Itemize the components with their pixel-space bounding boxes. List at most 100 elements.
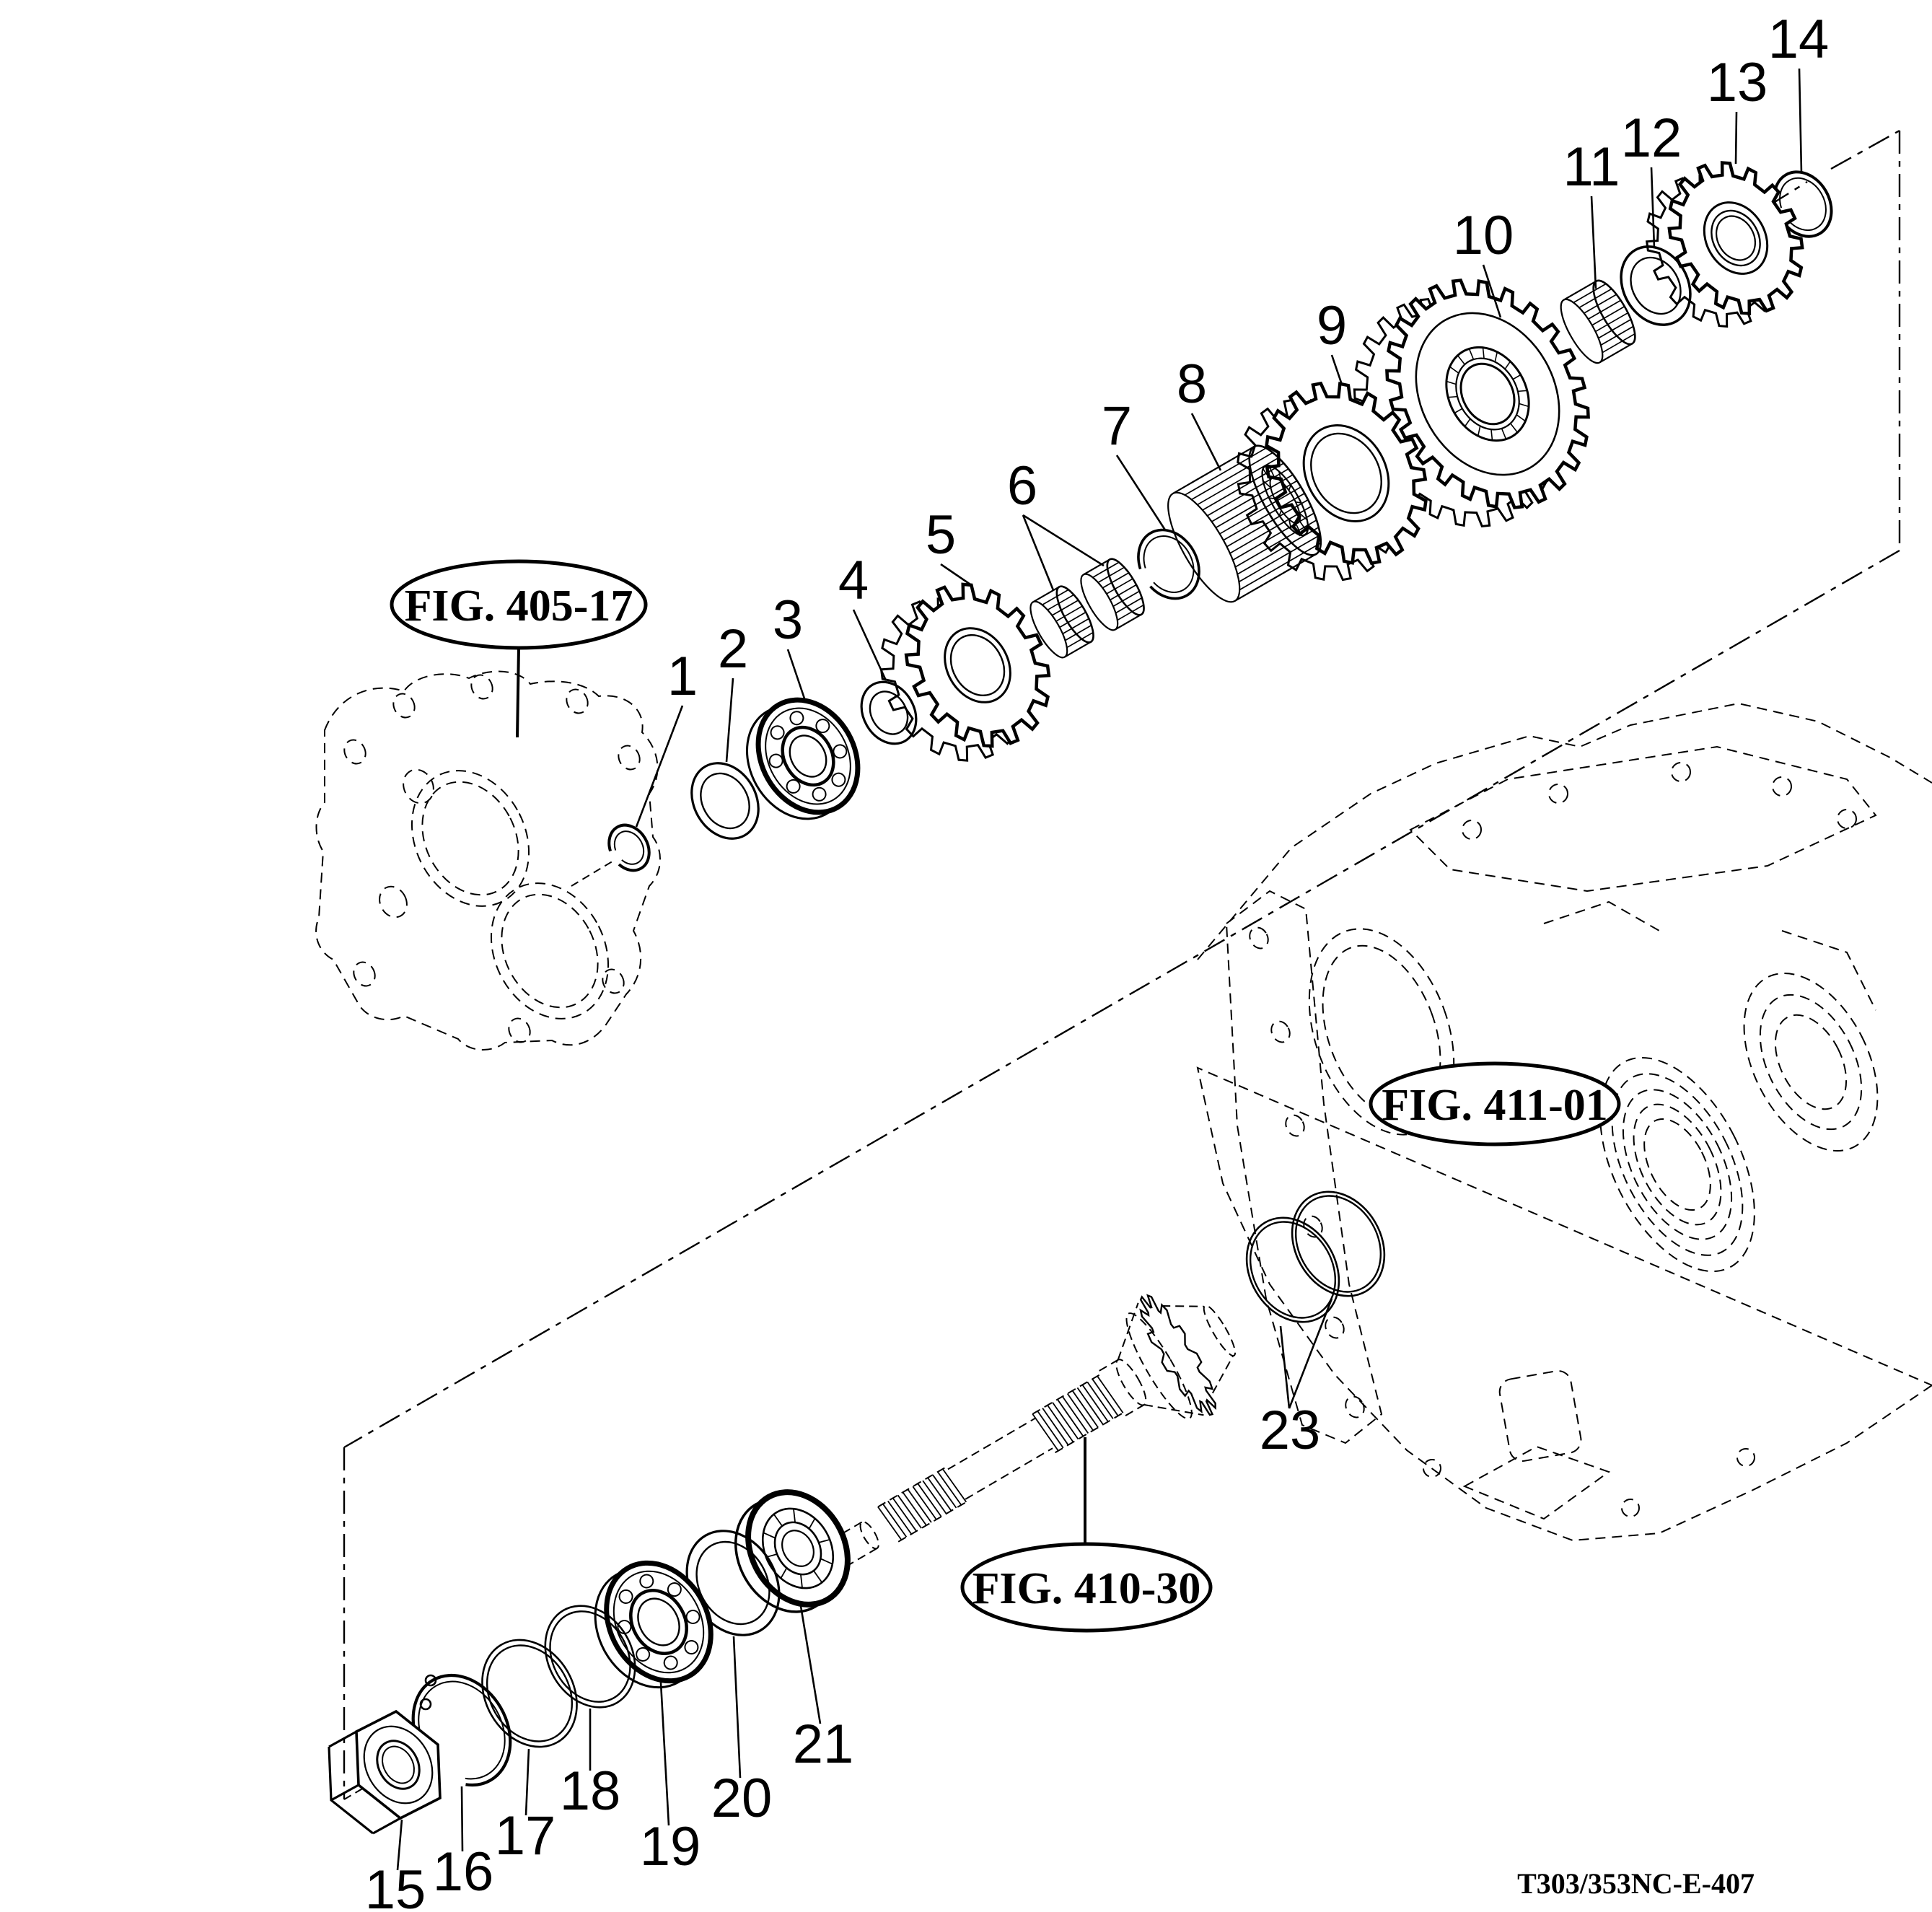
part-4-thrust-washer xyxy=(860,680,918,745)
part-number-12: 12 xyxy=(1621,108,1682,169)
part-callout-21: 21 xyxy=(793,1605,854,1775)
figure-reference-labels: FIG. 405-17 FIG. 411-01 FIG. 410-30 xyxy=(390,559,1621,1633)
figure-ref-label: FIG. 410-30 xyxy=(972,1564,1201,1613)
part-6-needle-bearing-b xyxy=(1080,558,1145,631)
part-18-snap-ring xyxy=(544,1605,636,1709)
leader-line-1 xyxy=(635,705,684,828)
leader-line-7 xyxy=(1115,455,1167,532)
part-7-snap-ring xyxy=(1137,528,1200,600)
leader-line-20 xyxy=(732,1636,742,1779)
part-number-23: 23 xyxy=(1260,1400,1321,1461)
part-number-20: 20 xyxy=(711,1768,773,1829)
part-callout-13: 13 xyxy=(1707,52,1768,165)
part-callout-14: 14 xyxy=(1768,9,1830,174)
part-callout-11: 11 xyxy=(1563,136,1620,289)
part-5-gear xyxy=(879,582,1051,762)
figure-ref-leader-line xyxy=(516,647,520,738)
figure-ref-ellipse xyxy=(960,1542,1213,1633)
leader-line-3 xyxy=(786,649,806,699)
leader-line-11 xyxy=(1590,196,1597,289)
part-callout-19: 19 xyxy=(640,1682,701,1877)
leader-line-5 xyxy=(940,563,973,587)
leader-line-6 xyxy=(1022,514,1105,567)
part-number-19: 19 xyxy=(640,1816,701,1877)
part-19-ball-bearing xyxy=(594,1560,713,1689)
leader-line-17 xyxy=(524,1748,530,1816)
part-callout-12: 12 xyxy=(1621,108,1682,249)
part-number-16: 16 xyxy=(433,1841,494,1903)
part-number-13: 13 xyxy=(1707,52,1768,113)
part-15-hex-nut xyxy=(328,1709,442,1835)
part-16-lock-ring xyxy=(411,1673,512,1787)
part-6-needle-bearing-a xyxy=(1029,585,1094,659)
part-1-snap-ring xyxy=(607,823,651,872)
part-number-6: 6 xyxy=(1007,455,1037,517)
part-3-ball-bearing xyxy=(745,697,861,820)
part-12-thrust-washer xyxy=(1620,245,1692,326)
part-callout-2: 2 xyxy=(718,618,748,763)
part-callout-5: 5 xyxy=(926,504,973,587)
part-11-needle-bearing xyxy=(1560,279,1636,364)
part-number-2: 2 xyxy=(718,618,748,680)
leader-line-21 xyxy=(799,1605,822,1724)
diagram-line-art xyxy=(315,129,1932,1835)
leader-line-15 xyxy=(396,1819,403,1871)
part-number-15: 15 xyxy=(365,1859,426,1912)
part-21-roller-bearing xyxy=(734,1489,851,1613)
leader-line-10 xyxy=(1482,264,1502,318)
part-callout-15: 15 xyxy=(365,1819,426,1912)
part-callout-17: 17 xyxy=(495,1748,556,1867)
part-10-hub-rollers xyxy=(1446,347,1529,441)
part-number-9: 9 xyxy=(1317,295,1347,356)
part-callout-23: 23 xyxy=(1260,1298,1333,1461)
part-10-driven-gear xyxy=(1353,279,1590,528)
part-callout-3: 3 xyxy=(773,589,806,699)
leader-line-4 xyxy=(852,609,887,681)
leader-line-8 xyxy=(1190,413,1222,471)
part-callout-16: 16 xyxy=(433,1786,494,1903)
leader-line-6 xyxy=(1022,514,1055,591)
leader-line-9 xyxy=(1330,354,1343,385)
part-number-10: 10 xyxy=(1453,205,1514,266)
bearing-cover-housing xyxy=(315,670,662,1051)
part-17-snap-ring xyxy=(481,1639,578,1748)
part-callout-4: 4 xyxy=(838,550,887,681)
part-number-8: 8 xyxy=(1177,354,1207,415)
leader-line-19 xyxy=(659,1682,670,1826)
figure-ref-ellipse xyxy=(1369,1061,1621,1146)
leader-line-23 xyxy=(1288,1298,1333,1409)
part-callout-7: 7 xyxy=(1102,395,1167,532)
part-number-18: 18 xyxy=(560,1760,621,1822)
part-callout-6: 6 xyxy=(1007,455,1105,591)
figure-ref-ellipse xyxy=(390,559,648,650)
part-8-splined-sleeve xyxy=(1167,444,1322,603)
figure-ref-405-17: FIG. 405-17 xyxy=(390,559,648,738)
figure-ref-label: FIG. 405-17 xyxy=(405,582,633,631)
part-number-1: 1 xyxy=(667,646,698,707)
leader-line-14 xyxy=(1798,68,1803,174)
leader-line-23 xyxy=(1279,1325,1291,1409)
part-callout-20: 20 xyxy=(711,1636,773,1829)
part-callout-1: 1 xyxy=(635,646,698,828)
drawing-code: T303/353NC-E-407 xyxy=(1517,1867,1755,1900)
leader-line-12 xyxy=(1650,167,1656,249)
part-13-gear xyxy=(1645,161,1804,328)
part-number-14: 14 xyxy=(1768,9,1830,70)
part-2-shim-washer xyxy=(690,762,760,840)
transmission-housing xyxy=(1196,702,1932,1542)
part-callout-18: 18 xyxy=(560,1709,621,1822)
part-number-5: 5 xyxy=(926,504,956,566)
part-callout-8: 8 xyxy=(1177,354,1222,471)
part-number-4: 4 xyxy=(838,550,869,611)
figure-ref-410-30: FIG. 410-30 xyxy=(960,1437,1213,1633)
pinion-shaft xyxy=(828,1294,1237,1568)
part-callout-9: 9 xyxy=(1317,295,1347,385)
part-number-21: 21 xyxy=(793,1714,854,1775)
part-14-snap-ring xyxy=(1773,170,1833,238)
figure-ref-label: FIG. 411-01 xyxy=(1382,1081,1607,1130)
leader-line-2 xyxy=(725,677,734,763)
part-callout-10: 10 xyxy=(1453,205,1514,318)
part-number-11: 11 xyxy=(1563,136,1620,198)
